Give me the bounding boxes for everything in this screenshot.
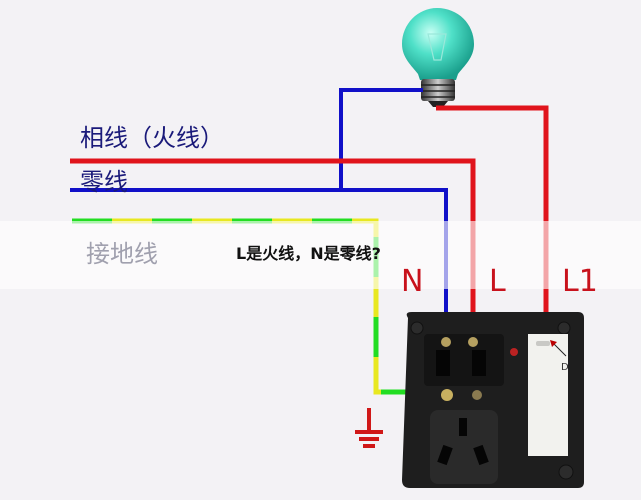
neutral-wire-label: 零线 [80,168,128,196]
caption-text: L是火线，N是零线? [236,244,381,263]
switch-mark-label: D [561,362,569,373]
neutral-wire [70,88,448,340]
switch-pointer-arrow-icon [550,340,567,357]
ground-symbol-icon [355,408,383,448]
light-bulb-icon [402,8,474,107]
terminal-label-l: L [489,264,506,299]
switch-socket-panel [402,312,584,488]
terminal-label-l1: L1 [562,264,598,299]
live-wire-label: 相线（火线） [80,124,224,152]
ground-wire-label: 接地线 [86,240,158,268]
terminal-label-n: N [401,264,424,299]
caption-overlay-band [0,221,641,289]
